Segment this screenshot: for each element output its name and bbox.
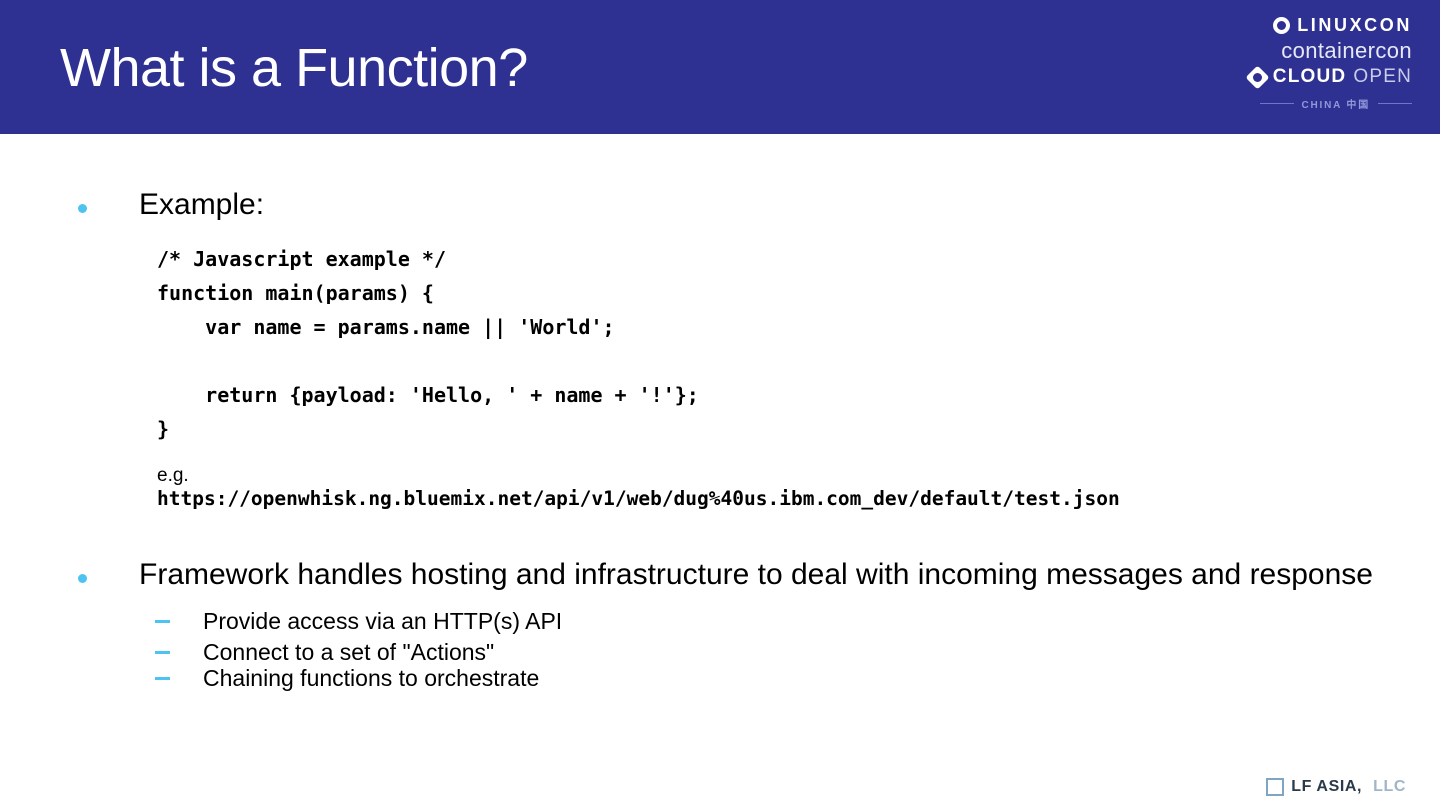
china-label: CHINA 中国: [1301, 100, 1370, 111]
bullet-framework: Framework handles hosting and infrastruc…: [78, 558, 1380, 592]
open-label: OPEN: [1353, 66, 1412, 87]
event-logo: LINUXCON containercon CLOUD OPEN CHINA 中…: [1222, 12, 1412, 111]
china-rule-right: [1378, 103, 1412, 104]
sub-bullet-label: Chaining functions to orchestrate: [203, 665, 540, 691]
slide-header-band: [0, 0, 1440, 134]
sub-bullet-label: Connect to a set of "Actions": [203, 639, 495, 665]
example-note: e.g. https://openwhisk.ng.bluemix.net/ap…: [157, 466, 1440, 512]
list-item: Chaining functions to orchestrate: [155, 663, 1440, 694]
list-item: Provide access via an HTTP(s) API: [155, 606, 1440, 637]
sub-bullet-list: Provide access via an HTTP(s) API Connec…: [155, 606, 1440, 694]
bullet-example-label: Example:: [139, 188, 265, 221]
cloudopen-logo-row: CLOUD OPEN: [1222, 64, 1412, 90]
bullet-dot-icon: [78, 204, 87, 213]
containercon-logo-row: containercon: [1222, 38, 1412, 64]
bullet-example: Example:: [78, 188, 1380, 222]
dash-bullet-icon: [155, 651, 170, 654]
page-title: What is a Function?: [60, 38, 528, 98]
containercon-label: containercon: [1281, 38, 1412, 63]
footer-brand-label: LF ASIA,: [1291, 778, 1363, 795]
sub-bullet-label: Provide access via an HTTP(s) API: [203, 608, 563, 634]
bullet-dot-icon: [78, 574, 87, 583]
cloudopen-hex-icon: [1245, 64, 1270, 90]
example-note-url: https://openwhisk.ng.bluemix.net/api/v1/…: [157, 487, 1120, 510]
bullet-framework-label: Framework handles hosting and infrastruc…: [139, 558, 1373, 591]
list-item: Connect to a set of "Actions": [155, 637, 1440, 668]
footer-logo: LF ASIA, LLC: [1266, 778, 1406, 796]
linuxcon-eye-icon: [1273, 16, 1291, 34]
linuxcon-logo-row: LINUXCON: [1222, 12, 1412, 38]
linuxcon-label: LINUXCON: [1297, 14, 1412, 35]
code-sample: /* Javascript example */ function main(p…: [157, 247, 699, 441]
china-rule-left: [1259, 103, 1294, 104]
dash-bullet-icon: [155, 677, 170, 680]
cloud-label: CLOUD: [1272, 66, 1347, 87]
slide-content: Example: /* Javascript example */ functi…: [0, 134, 1440, 694]
china-logo-row: CHINA 中国: [1222, 96, 1412, 111]
dash-bullet-icon: [155, 620, 170, 623]
example-note-label: e.g.: [157, 465, 189, 486]
lf-asia-square-icon: [1266, 778, 1285, 796]
footer-suffix-label: LLC: [1373, 778, 1406, 795]
